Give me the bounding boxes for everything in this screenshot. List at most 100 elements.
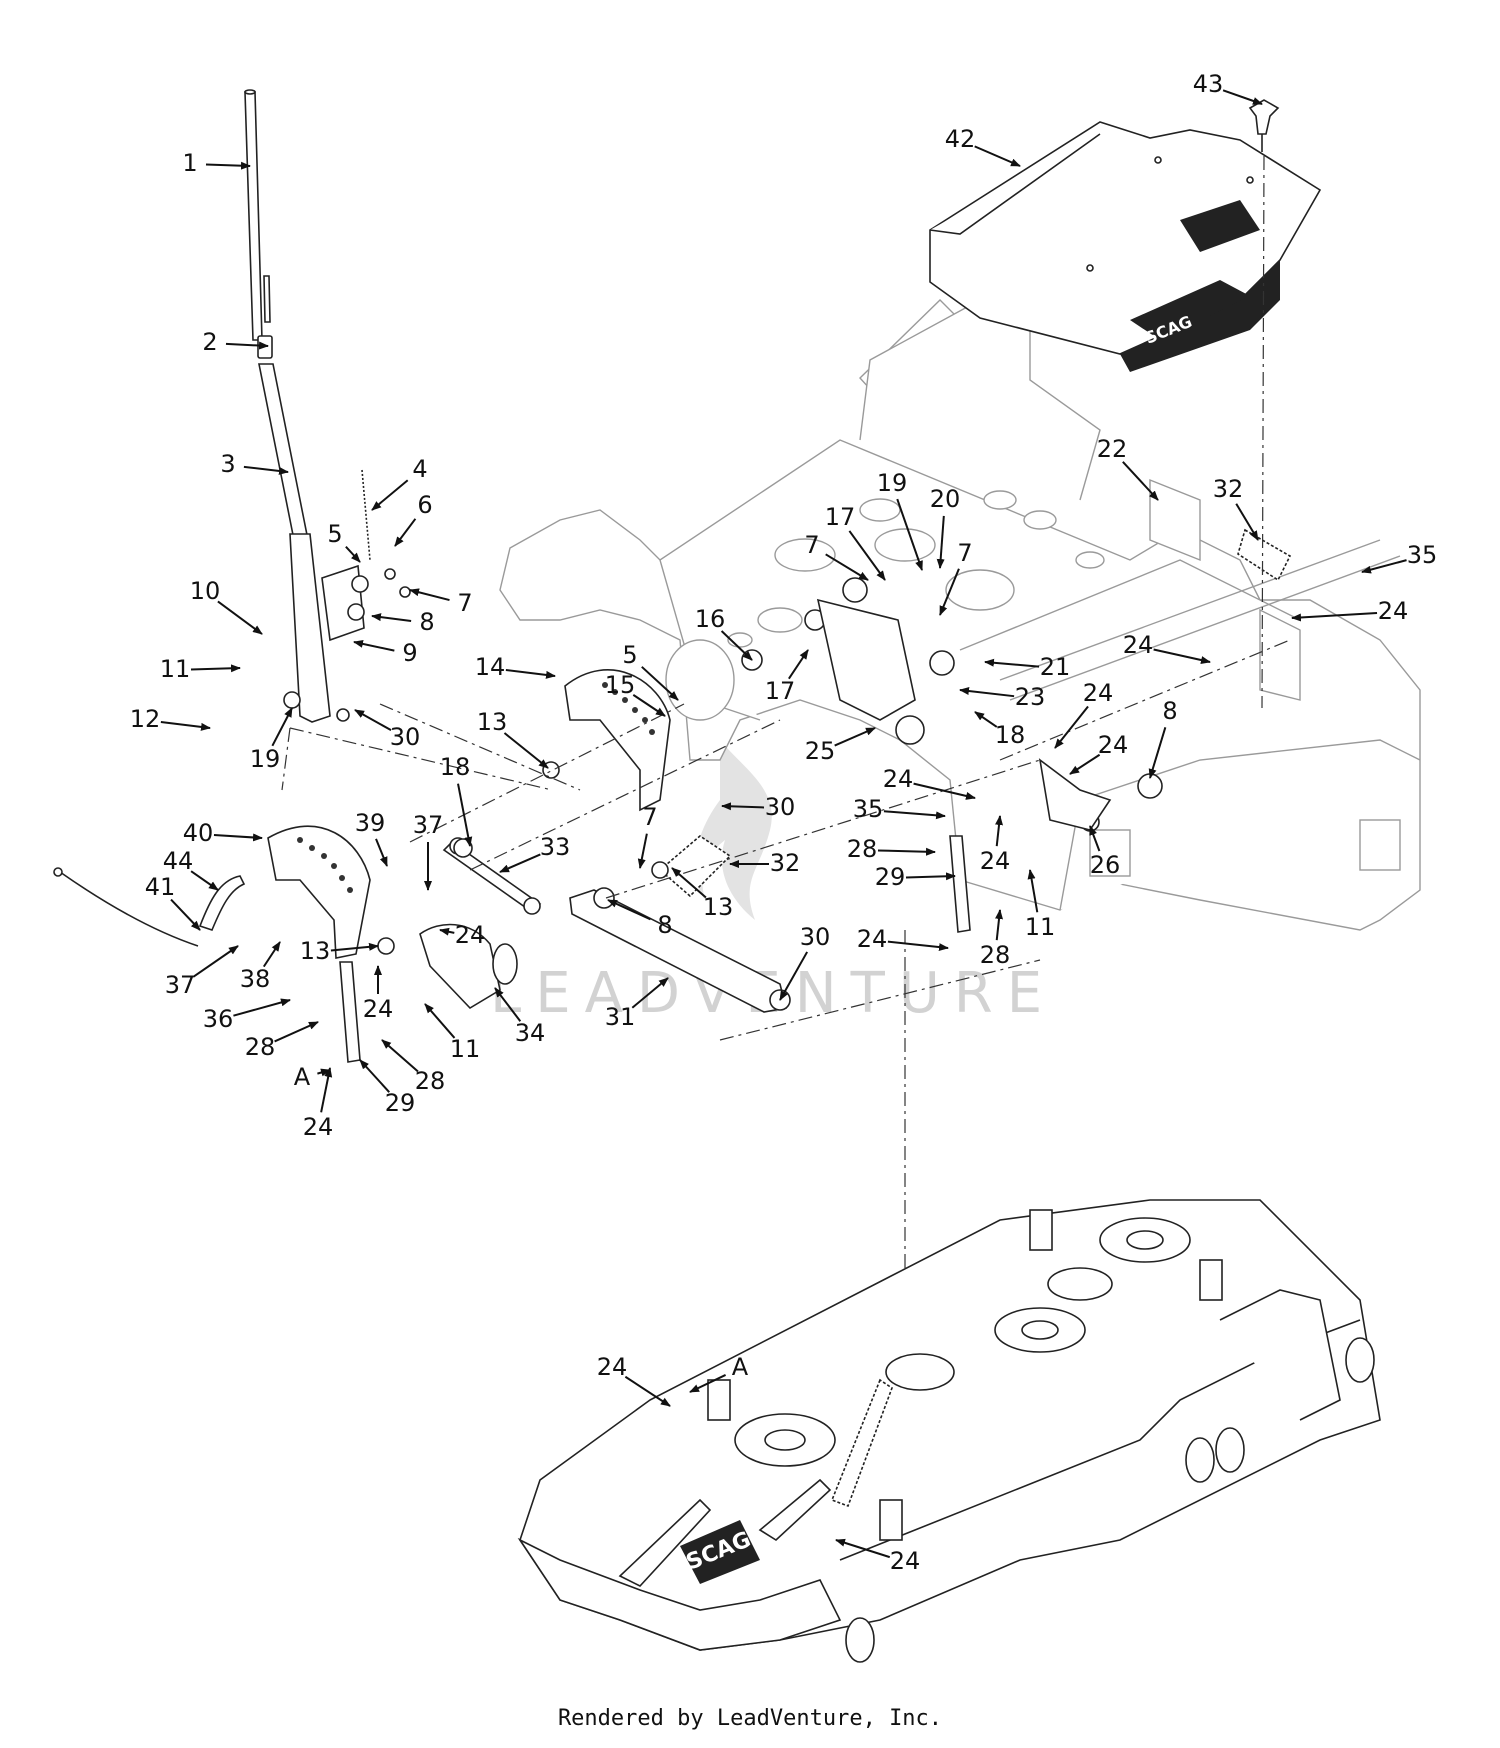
callout-number: 17: [825, 503, 856, 531]
callout-number: A: [294, 1063, 311, 1091]
callout-5: 5: [327, 520, 361, 563]
callout-number: 11: [1025, 913, 1056, 941]
callout-4: 4: [371, 455, 428, 511]
lift-handle: [244, 89, 309, 541]
callout-30: 30: [779, 923, 830, 1001]
callout-number: 24: [1098, 731, 1129, 759]
callout-43: 43: [1193, 70, 1263, 105]
callout-8: 8: [1148, 697, 1178, 779]
leader-arrow: [848, 530, 886, 581]
callout-number: 14: [475, 653, 506, 681]
callout-number: 36: [203, 1005, 234, 1033]
callout-24: 24: [835, 1538, 920, 1575]
callout-34: 34: [494, 987, 545, 1047]
leader-arrow: [1291, 611, 1378, 622]
callout-number: 30: [765, 793, 796, 821]
leader-arrow: [984, 658, 1040, 668]
cover-knob: [1248, 99, 1280, 152]
callout-number: 37: [413, 811, 444, 839]
callout-number: 32: [1213, 475, 1244, 503]
leader-arrow: [371, 479, 409, 511]
leader-arrow: [330, 942, 379, 952]
lift-arms: [419, 889, 787, 1013]
leader-arrow: [631, 977, 669, 1009]
callout-number: 35: [1407, 541, 1438, 569]
callout-number: 24: [1123, 631, 1154, 659]
callout-7: 7: [804, 531, 869, 581]
leader-arrow: [974, 711, 998, 728]
leader-arrow: [913, 782, 976, 800]
leader-arrow: [887, 940, 949, 952]
leader-arrow: [205, 161, 251, 170]
bushings: [377, 577, 1163, 1011]
callout-number: 2: [202, 328, 217, 356]
leader-arrow: [262, 941, 281, 968]
leader-arrow: [243, 465, 289, 475]
callout-number: 24: [1083, 679, 1114, 707]
callout-A: A: [689, 1353, 749, 1393]
callout-13: 13: [477, 708, 549, 769]
leader-arrow: [394, 518, 417, 547]
leader-arrow: [883, 810, 946, 820]
callout-37: 37: [413, 811, 444, 891]
callout-number: 24: [455, 921, 486, 949]
height-adjust-plates: [267, 669, 671, 959]
leader-arrow: [424, 1003, 456, 1039]
callout-24: 24: [1123, 631, 1211, 664]
leader-arrow: [936, 515, 945, 569]
callout-3: 3: [220, 450, 289, 478]
leader-arrow: [354, 709, 392, 732]
leader-arrow: [995, 815, 1004, 847]
callout-18: 18: [974, 711, 1025, 749]
callout-11: 11: [424, 1003, 480, 1063]
callout-number: 20: [930, 485, 961, 513]
callout-24: 24: [1054, 679, 1114, 749]
leader-arrow: [409, 588, 450, 602]
leader-arrow: [637, 833, 648, 869]
callout-28: 28: [980, 909, 1010, 969]
callout-36: 36: [203, 998, 291, 1033]
callout-number: 13: [300, 937, 331, 965]
callout-12: 12: [130, 705, 211, 733]
leader-arrow: [381, 1039, 419, 1073]
callout-28: 28: [381, 1039, 445, 1095]
callout-28: 28: [245, 1021, 319, 1061]
callout-19: 19: [250, 707, 293, 773]
leader-arrow: [779, 951, 809, 1001]
leader-arrow: [505, 668, 556, 679]
callout-number: 19: [877, 469, 908, 497]
leader-arrow: [905, 872, 956, 881]
deck-cover: SCAG: [929, 121, 1322, 372]
leader-arrow: [192, 945, 239, 978]
mower-deck: SCAG: [517, 1199, 1381, 1663]
callout-number: A: [732, 1353, 749, 1381]
callout-24: 24: [1291, 597, 1408, 625]
callout-number: 24: [857, 925, 888, 953]
leader-arrow: [974, 145, 1021, 167]
callout-number: 15: [605, 671, 636, 699]
leader-arrow: [959, 687, 1015, 698]
callout-18: 18: [440, 753, 473, 847]
callout-15: 15: [605, 671, 666, 717]
callout-number: 19: [250, 745, 281, 773]
leader-arrow: [320, 1067, 333, 1113]
callout-number: 29: [385, 1089, 416, 1117]
callout-number: 28: [245, 1033, 276, 1061]
foot-pedal: [53, 867, 246, 947]
callout-20: 20: [930, 485, 961, 569]
callout-25: 25: [805, 727, 876, 765]
callout-number: 8: [419, 608, 434, 636]
callout-24: 24: [363, 965, 393, 1023]
leader-arrow: [503, 732, 549, 769]
leader-arrow: [720, 630, 753, 661]
callout-19: 19: [877, 469, 923, 571]
leader-arrow: [233, 998, 291, 1017]
callout-30: 30: [354, 709, 420, 751]
leader-arrow: [877, 847, 936, 856]
callout-26: 26: [1089, 825, 1120, 879]
callout-number: 29: [875, 863, 906, 891]
leader-arrow: [160, 720, 211, 731]
callout-16: 16: [695, 605, 753, 661]
callout-number: 6: [417, 491, 432, 519]
